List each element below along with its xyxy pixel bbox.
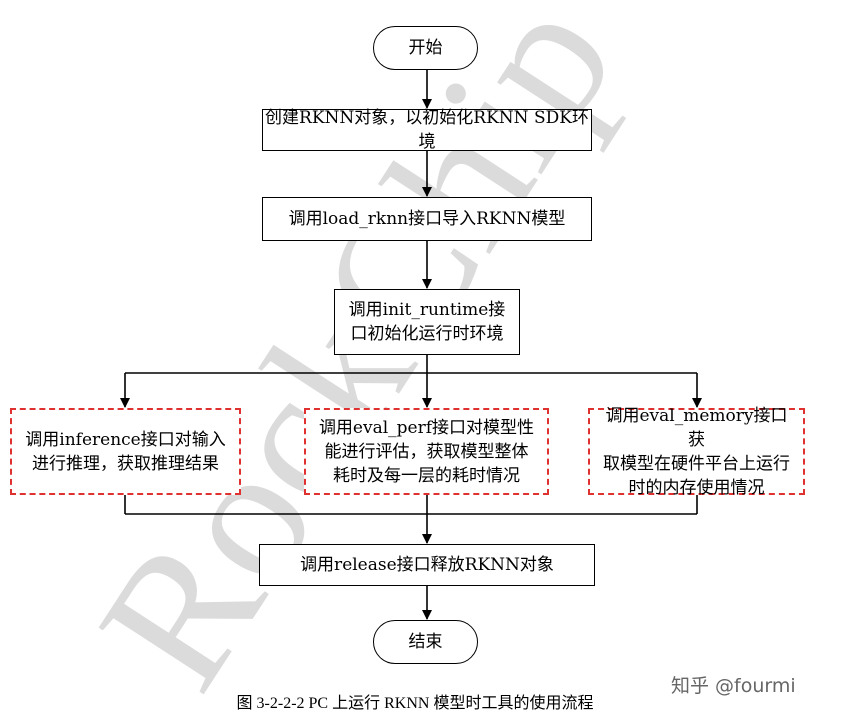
start-terminal: 开始 bbox=[373, 26, 478, 70]
branch-right-label: 调用eval_memory接口获 取模型在硬件平台上运行 时的内存使用情况 bbox=[603, 405, 790, 498]
end-terminal: 结束 bbox=[373, 620, 478, 664]
branch-left-label: 调用inference接口对输入 进行推理，获取推理结果 bbox=[25, 429, 226, 474]
step2-label: 调用load_rknn接口导入RKNN模型 bbox=[288, 209, 566, 229]
load-rknn-step: 调用load_rknn接口导入RKNN模型 bbox=[262, 197, 592, 241]
branch-center-label: 调用eval_perf接口对模型性 能进行评估，获取模型整体 耗时及每一层的耗时… bbox=[318, 417, 535, 486]
step1-label: 创建RKNN对象，以初始化RKNN SDK环境 bbox=[265, 108, 589, 152]
step4-label: 调用release接口释放RKNN对象 bbox=[300, 555, 554, 575]
step3-label: 调用init_runtime接 口初始化运行时环境 bbox=[348, 300, 506, 344]
eval-memory-branch: 调用eval_memory接口获 取模型在硬件平台上运行 时的内存使用情况 bbox=[588, 406, 805, 498]
release-step: 调用release接口释放RKNN对象 bbox=[259, 544, 595, 586]
create-rknn-object-step: 创建RKNN对象，以初始化RKNN SDK环境 bbox=[262, 108, 592, 152]
end-label: 结束 bbox=[408, 632, 443, 652]
start-label: 开始 bbox=[408, 38, 443, 58]
init-runtime-step: 调用init_runtime接 口初始化运行时环境 bbox=[334, 289, 520, 355]
inference-branch: 调用inference接口对输入 进行推理，获取推理结果 bbox=[10, 408, 241, 495]
zhihu-watermark: 知乎 @fourmi bbox=[671, 675, 796, 697]
figure-caption: 图 3-2-2-2 PC 上运行 RKNN 模型时工具的使用流程 bbox=[236, 695, 594, 712]
eval-perf-branch: 调用eval_perf接口对模型性 能进行评估，获取模型整体 耗时及每一层的耗时… bbox=[304, 408, 549, 495]
